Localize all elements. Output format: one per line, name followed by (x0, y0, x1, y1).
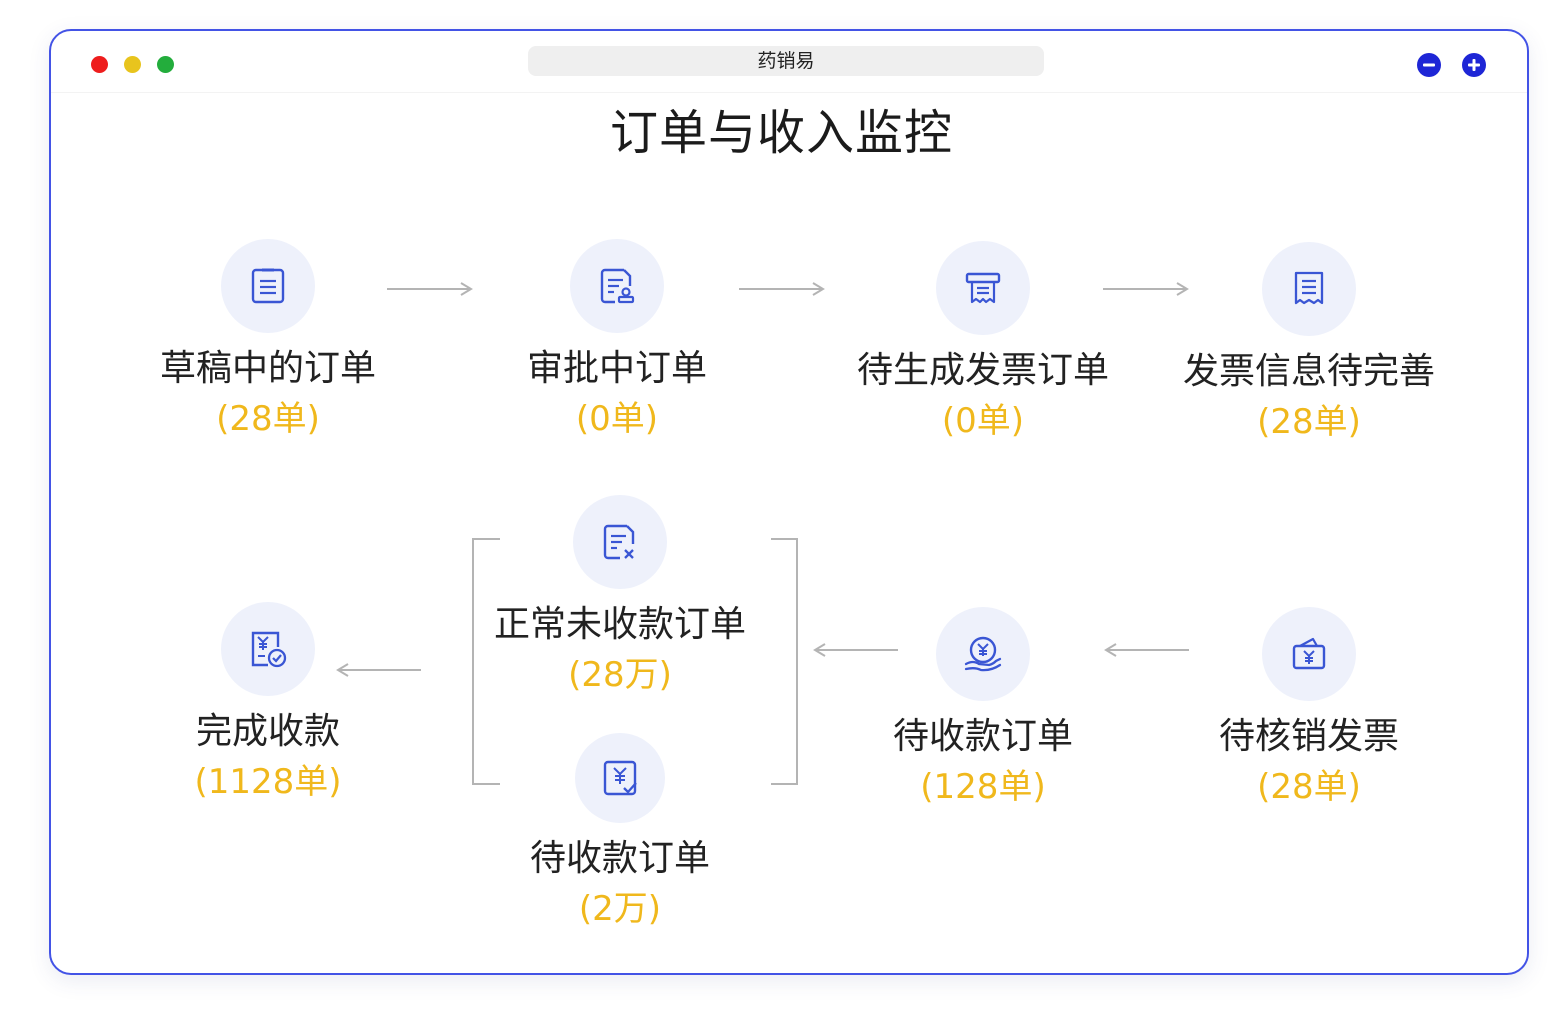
arrow-right (387, 282, 473, 296)
arrow-left (1104, 643, 1189, 657)
node-count: (0单) (941, 401, 1025, 441)
node-completed-payment[interactable]: 完成收款 (1128单) (118, 602, 418, 804)
node-count: (128单) (920, 767, 1046, 807)
icon-circle (221, 602, 315, 696)
node-label: 草稿中的订单 (159, 348, 376, 389)
arrow-left (813, 643, 898, 657)
zoom-out-button[interactable] (1417, 53, 1441, 77)
receipt-printer-icon (965, 272, 1001, 304)
wallet-yuan-icon (1292, 637, 1326, 670)
node-label: 发票信息待完善 (1182, 351, 1435, 392)
node-pending-writeoff-invoices[interactable]: 待核销发票 (28单) (1159, 607, 1459, 809)
node-label: 完成收款 (195, 711, 340, 752)
maximize-window-button[interactable] (157, 56, 174, 73)
window-title: 药销易 (528, 46, 1044, 76)
node-label: 待生成发票订单 (856, 350, 1109, 391)
node-count: (1128单) (194, 762, 342, 802)
right-bracket (771, 538, 798, 785)
node-count: (0单) (575, 399, 659, 439)
node-label: 待收款订单 (529, 838, 710, 879)
plus-icon (1468, 59, 1480, 71)
node-pending-payment-sub[interactable]: 待收款订单 (2万) (470, 733, 770, 931)
title-bar: 药销易 (51, 31, 1527, 93)
left-bracket (472, 538, 500, 785)
icon-circle (936, 241, 1030, 335)
arrow-right (739, 282, 825, 296)
node-label: 待收款订单 (892, 716, 1073, 757)
hand-yuan-icon (964, 636, 1002, 672)
node-normal-unpaid-orders[interactable]: 正常未收款订单 (28万) (470, 495, 770, 697)
node-label: 待核销发票 (1218, 716, 1399, 757)
node-count: (28万) (568, 655, 672, 695)
page-title: 订单与收入监控 (609, 105, 953, 161)
node-count: (28单) (216, 399, 320, 439)
node-invoice-incomplete[interactable]: 发票信息待完善 (28单) (1159, 242, 1459, 444)
icon-circle (1262, 242, 1356, 336)
document-approval-icon (600, 268, 635, 304)
zoom-in-button[interactable] (1462, 53, 1486, 77)
yuan-check-document-icon (603, 760, 637, 796)
arrow-left (336, 663, 421, 677)
document-cancel-icon (603, 524, 635, 560)
node-count: (28单) (1257, 402, 1361, 442)
node-approving-orders[interactable]: 审批中订单 (0单) (467, 239, 767, 441)
node-pending-payment-orders[interactable]: 待收款订单 (128单) (833, 607, 1133, 809)
minimize-window-button[interactable] (124, 56, 141, 73)
app-window: 药销易 (49, 29, 1529, 975)
node-count: (28单) (1257, 767, 1361, 807)
node-label: 正常未收款订单 (493, 604, 746, 645)
icon-circle (221, 239, 315, 333)
clipboard-icon (251, 268, 285, 304)
icon-circle (1262, 607, 1356, 701)
icon-circle (936, 607, 1030, 701)
node-label: 审批中订单 (526, 348, 707, 389)
icon-circle (570, 239, 664, 333)
invoice-list-icon (1294, 271, 1324, 305)
minus-icon (1423, 63, 1435, 67)
close-window-button[interactable] (91, 56, 108, 73)
icon-circle (573, 495, 667, 589)
node-draft-orders[interactable]: 草稿中的订单 (28单) (118, 239, 418, 441)
icon-circle (575, 733, 665, 823)
node-pending-invoice-orders[interactable]: 待生成发票订单 (0单) (833, 241, 1133, 443)
payment-done-icon (251, 631, 287, 668)
node-count: (2万) (578, 889, 662, 929)
arrow-right (1103, 282, 1189, 296)
